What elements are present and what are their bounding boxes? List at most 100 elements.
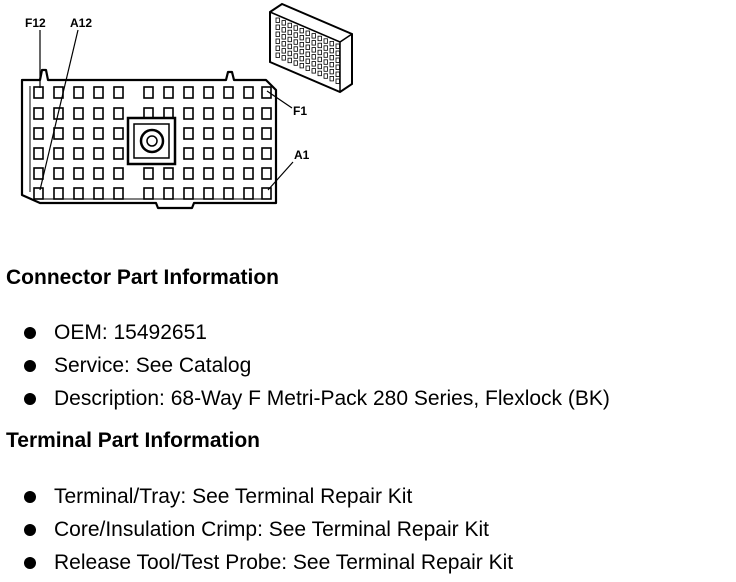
iso-cavity — [311, 40, 316, 46]
iso-cavity — [305, 44, 310, 50]
iso-cavity — [317, 35, 322, 42]
list-item: Description: 68-Way F Metri-Pack 280 Ser… — [0, 385, 610, 418]
terminal-cavity — [261, 187, 272, 200]
iso-cavity — [317, 49, 322, 56]
iso-cavity — [317, 70, 322, 77]
terminal-cavity — [243, 127, 254, 140]
iso-cavity — [329, 55, 334, 61]
iso-cavity — [299, 49, 304, 55]
terminal-cavity — [243, 86, 254, 99]
iso-cavity — [335, 57, 340, 63]
iso-cavity — [281, 27, 286, 33]
iso-cavity — [305, 58, 310, 64]
iso-cavity — [293, 25, 298, 31]
terminal-cavity — [113, 167, 124, 180]
iso-cavity — [335, 50, 340, 56]
terminal-cavity — [33, 187, 44, 200]
iso-cavity — [275, 17, 280, 23]
terminal-cavity — [223, 147, 234, 160]
terminal-cavity — [183, 107, 194, 120]
terminal-cavity — [261, 86, 272, 99]
list-item: OEM: 15492651 — [0, 319, 610, 352]
terminal-cavity — [73, 86, 84, 99]
item-text: Description: 68-Way F Metri-Pack 280 Ser… — [54, 387, 610, 410]
iso-cavity — [329, 62, 334, 68]
terminal-cavity — [113, 187, 124, 200]
item-text: Terminal/Tray: See Terminal Repair Kit — [54, 485, 413, 508]
iso-cavity — [287, 22, 292, 29]
terminal-cavity — [53, 167, 64, 180]
terminal-cavity — [203, 187, 214, 200]
item-text: Core/Insulation Crimp: See Terminal Repa… — [54, 518, 489, 541]
terminal-cavity — [73, 127, 84, 140]
terminal-cavity — [261, 167, 272, 180]
terminal-cavity — [113, 86, 124, 99]
terminal-cavity — [163, 86, 174, 99]
terminal-cavity — [53, 127, 64, 140]
terminal-info-list: Terminal/Tray: See Terminal Repair Kit C… — [0, 483, 513, 582]
iso-cavity — [299, 56, 304, 62]
bullet-icon — [24, 360, 36, 372]
iso-cavity — [299, 63, 304, 69]
list-item: Service: See Catalog — [0, 352, 610, 385]
terminal-cavity — [93, 167, 104, 180]
terminal-cavity — [33, 127, 44, 140]
iso-cavity — [287, 57, 292, 64]
terminal-cavity — [143, 86, 154, 99]
iso-cavity — [305, 51, 310, 57]
terminal-cavity — [53, 147, 64, 160]
terminal-cavity — [223, 107, 234, 120]
item-text: Service: See Catalog — [54, 354, 252, 377]
iso-cavity — [275, 52, 280, 58]
iso-cavity — [305, 37, 310, 43]
label-a1: A1 — [294, 148, 310, 162]
center-lock — [126, 116, 177, 166]
iso-cavity — [275, 24, 280, 30]
terminal-cavity — [203, 167, 214, 180]
iso-cavity — [281, 34, 286, 40]
terminal-cavity — [223, 167, 234, 180]
terminal-cavity-grid — [33, 86, 272, 200]
connector-body-outline — [20, 68, 278, 210]
iso-cavity — [323, 38, 328, 44]
list-item: Terminal/Tray: See Terminal Repair Kit — [0, 483, 513, 516]
terminal-cavity — [243, 147, 254, 160]
terminal-cavity — [33, 167, 44, 180]
terminal-cavity — [143, 187, 154, 200]
terminal-cavity — [261, 107, 272, 120]
iso-cavity — [293, 39, 298, 45]
iso-cavity — [323, 66, 328, 72]
label-f1: F1 — [293, 104, 307, 118]
iso-cavity — [281, 41, 286, 47]
callout-line-a1 — [267, 161, 294, 191]
terminal-cavity — [73, 187, 84, 200]
iso-cavity — [329, 76, 334, 82]
iso-cavity — [299, 35, 304, 41]
iso-cavity — [317, 56, 322, 63]
iso-cavity — [305, 30, 310, 36]
terminal-info-heading: Terminal Part Information — [6, 429, 260, 452]
terminal-cavity — [33, 107, 44, 120]
terminal-cavity — [73, 107, 84, 120]
terminal-cavity — [223, 127, 234, 140]
label-a12: A12 — [70, 16, 92, 30]
iso-cavity — [293, 46, 298, 52]
iso-cavity — [335, 43, 340, 49]
connector-info-list: OEM: 15492651 Service: See Catalog Descr… — [0, 319, 610, 418]
terminal-cavity — [33, 147, 44, 160]
iso-cavity — [335, 78, 340, 84]
terminal-cavity — [163, 167, 174, 180]
bullet-icon — [24, 491, 36, 503]
terminal-cavity — [183, 167, 194, 180]
iso-cavity — [323, 52, 328, 58]
terminal-cavity — [93, 187, 104, 200]
iso-cavity — [329, 69, 334, 75]
iso-cavity — [281, 20, 286, 26]
terminal-cavity — [203, 86, 214, 99]
item-text: OEM: 15492651 — [54, 321, 207, 344]
terminal-cavity — [243, 107, 254, 120]
iso-cavity — [335, 64, 340, 70]
bullet-icon — [24, 557, 36, 569]
item-text: Release Tool/Test Probe: See Terminal Re… — [54, 551, 514, 574]
iso-cavity — [329, 41, 334, 47]
